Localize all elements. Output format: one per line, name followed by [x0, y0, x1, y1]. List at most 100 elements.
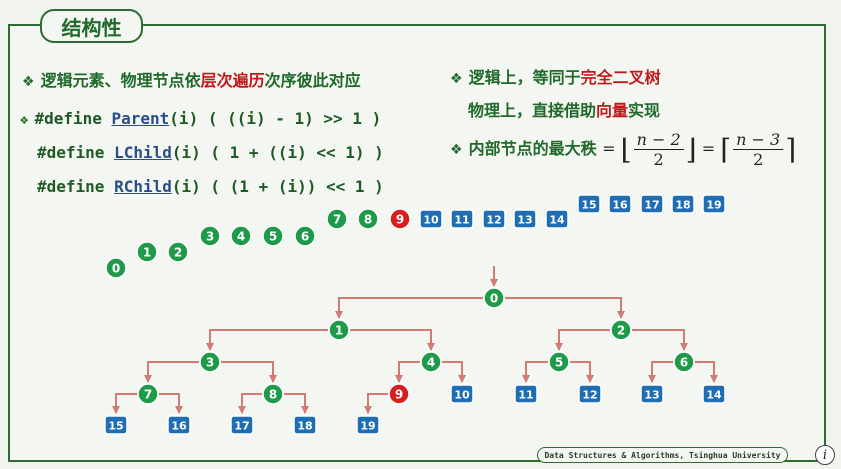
vector-node-label-9: 9	[396, 213, 404, 227]
tree-node-5: 5	[548, 351, 570, 373]
tree-node-label-12: 12	[582, 389, 597, 402]
tree-node-label-0: 0	[490, 292, 498, 306]
tree-node-label-15: 15	[108, 420, 123, 433]
vector-node-0: 0	[105, 257, 127, 279]
tree-node-8: 8	[262, 383, 284, 405]
tree-node-14: 14	[702, 384, 726, 404]
tree-node-label-4: 4	[427, 356, 435, 370]
tree-edge-1-3	[206, 329, 328, 351]
tree-node-label-18: 18	[297, 420, 312, 433]
vector-node-7: 7	[326, 208, 348, 230]
tree-node-label-8: 8	[269, 388, 277, 402]
vector-node-label-11: 11	[454, 214, 469, 227]
tree-edge-6-13	[648, 361, 673, 383]
tree-edge-0-2	[505, 297, 625, 319]
diamond-bullet-icon: ❖	[450, 142, 463, 158]
tree-edge-3-7	[144, 361, 199, 383]
diamond-bullet-icon: ❖	[22, 74, 35, 90]
vector-node-label-1: 1	[143, 246, 151, 260]
vector-node-label-6: 6	[301, 230, 309, 244]
tree-node-16: 16	[167, 415, 191, 435]
tree-node-0: 0	[483, 287, 505, 309]
vector-node-17: 17	[640, 194, 664, 214]
left-bullet-1: ❖逻辑元素、物理节点依层次遍历次序彼此对应	[22, 71, 361, 90]
tree-node-label-7: 7	[144, 388, 152, 402]
tree-node-18: 18	[293, 415, 317, 435]
tree-edge-7-16	[159, 393, 183, 414]
tree-node-4: 4	[420, 351, 442, 373]
tree-node-3: 3	[199, 351, 221, 373]
tree-edge-2-5	[555, 329, 610, 351]
vector-node-label-12: 12	[486, 214, 501, 227]
tree-node-label-5: 5	[555, 356, 563, 370]
tree-edge-1-4	[350, 329, 435, 351]
vector-node-14: 14	[545, 209, 569, 229]
tree-node-9: 9	[388, 383, 410, 405]
vector-node-10: 10	[419, 209, 443, 229]
tree-edge-4-9	[395, 361, 420, 383]
vector-node-label-3: 3	[206, 230, 214, 244]
tree-edge-4-10	[442, 361, 466, 383]
tree-edge-5-12	[570, 361, 594, 383]
diamond-bullet-icon: ❖	[450, 71, 463, 87]
vector-node-label-7: 7	[333, 213, 341, 227]
vector-node-label-15: 15	[581, 199, 596, 212]
tree-node-label-2: 2	[617, 324, 625, 338]
tree-edge-8-17	[238, 393, 262, 414]
tree-edge-9-19	[364, 393, 388, 414]
tree-node-19: 19	[356, 415, 380, 435]
vector-node-label-19: 19	[706, 199, 721, 212]
vector-node-label-0: 0	[112, 262, 120, 276]
info-icon[interactable]: i	[815, 445, 835, 465]
tree-node-15: 15	[104, 415, 128, 435]
vector-node-19: 19	[702, 194, 726, 214]
tree-node-12: 12	[578, 384, 602, 404]
vector-node-18: 18	[671, 194, 695, 214]
vector-node-label-13: 13	[517, 214, 532, 227]
page-title: 结构性	[40, 9, 143, 43]
tree-edge-0-1	[335, 297, 483, 319]
tree-node-13: 13	[640, 384, 664, 404]
right-line-2: 物理上，直接借助向量实现	[468, 101, 661, 120]
tree-node-label-9: 9	[395, 388, 403, 402]
vector-node-16: 16	[608, 194, 632, 214]
tree-node-label-3: 3	[206, 356, 214, 370]
tree-node-label-13: 13	[644, 389, 659, 402]
tree-node-label-19: 19	[360, 420, 375, 433]
tree-node-11: 11	[514, 384, 538, 404]
vector-node-4: 4	[230, 225, 252, 247]
vector-node-13: 13	[513, 209, 537, 229]
code-lchild: #define LChild(i) ( 1 + ((i) << 1) )	[37, 143, 384, 162]
tree-node-label-11: 11	[518, 389, 533, 402]
tree-node-17: 17	[230, 415, 254, 435]
vector-node-15: 15	[577, 194, 601, 214]
vector-node-label-17: 17	[644, 199, 659, 212]
vector-node-label-14: 14	[549, 214, 565, 227]
tree-node-10: 10	[450, 384, 474, 404]
tree-edge-5-11	[522, 361, 548, 383]
tree-edge-6-14	[695, 361, 718, 383]
tree-edge-3-8	[221, 361, 277, 383]
vector-node-label-18: 18	[675, 199, 690, 212]
tree-node-label-14: 14	[706, 389, 722, 402]
vector-node-label-10: 10	[423, 214, 439, 227]
tree-node-label-10: 10	[454, 389, 470, 402]
tree-node-label-1: 1	[335, 324, 343, 338]
vector-node-2: 2	[167, 241, 189, 263]
footer-credit: Data Structures & Algorithms, Tsinghua U…	[537, 447, 788, 463]
vector-node-1: 1	[136, 241, 158, 263]
vector-node-3: 3	[199, 225, 221, 247]
tree-node-label-6: 6	[680, 356, 688, 370]
code-parent: ❖#define Parent(i) ( ((i) - 1) >> 1 )	[20, 109, 382, 128]
vector-node-9: 9	[389, 208, 411, 230]
vector-node-12: 12	[482, 209, 506, 229]
right-bullet-1: ❖逻辑上，等同于完全二叉树	[450, 68, 661, 87]
diamond-bullet-icon: ❖	[20, 112, 29, 128]
tree-node-label-16: 16	[171, 420, 187, 433]
tree-edge-2-6	[632, 329, 688, 351]
tree-node-7: 7	[137, 383, 159, 405]
vector-node-label-2: 2	[174, 246, 182, 260]
